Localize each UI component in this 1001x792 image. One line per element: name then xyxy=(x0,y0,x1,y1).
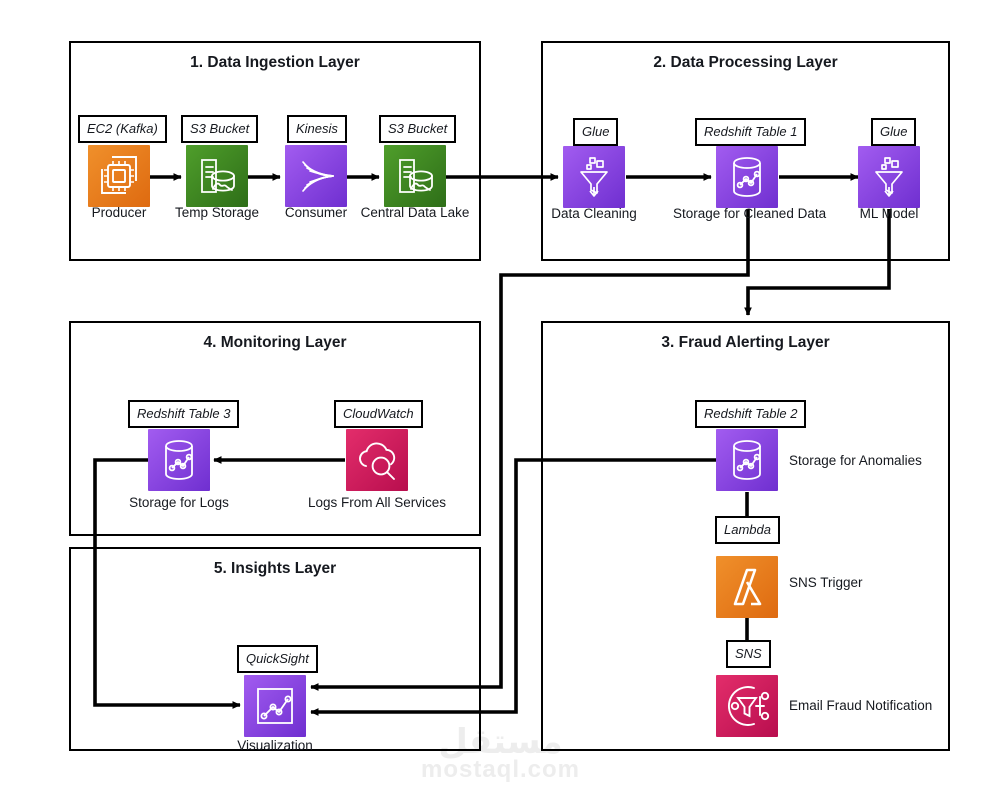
glue-icon xyxy=(563,146,625,208)
node-email-notify[interactable] xyxy=(716,675,778,737)
caption-log-store: Storage for Logs xyxy=(129,495,229,510)
tag-visualization: QuickSight xyxy=(237,645,318,673)
tag-log-store: Redshift Table 3 xyxy=(128,400,240,428)
tag-sns-trigger: Lambda xyxy=(715,516,780,544)
node-visualization[interactable] xyxy=(244,675,306,737)
tag-cloudwatch: CloudWatch xyxy=(334,400,423,428)
caption-data-lake: Central Data Lake xyxy=(360,205,470,220)
tag-ml-model: Glue xyxy=(871,118,917,146)
tag-clean-store: Redshift Table 1 xyxy=(695,118,807,146)
cloudwatch-icon xyxy=(346,429,408,491)
caption-email-notify: Email Fraud Notification xyxy=(789,698,933,713)
node-anomaly-store[interactable] xyxy=(716,429,778,491)
tag-data-lake: S3 Bucket xyxy=(379,115,457,143)
node-sns-trigger[interactable] xyxy=(716,556,778,618)
caption-anomaly-store: Storage for Anomalies xyxy=(789,453,922,468)
layer-alerting-title: 3. Fraud Alerting Layer xyxy=(661,334,830,351)
tag-temp-storage: S3 Bucket xyxy=(181,115,259,143)
caption-data-cleaning: Data Cleaning xyxy=(551,206,637,221)
glue-icon xyxy=(858,146,920,208)
caption-ml-model: ML Model xyxy=(859,206,919,221)
layer-processing: 2. Data Processing Layer xyxy=(541,41,950,261)
layer-monitoring-title: 4. Monitoring Layer xyxy=(203,334,347,351)
redshift-icon xyxy=(716,429,778,491)
s3-icon xyxy=(384,145,446,207)
caption-producer: Producer xyxy=(91,205,147,220)
layer-insights: 5. Insights Layer xyxy=(69,547,481,751)
watermark-latin: mostaql.com xyxy=(420,756,581,783)
node-ml-model[interactable] xyxy=(858,146,920,208)
caption-consumer: Consumer xyxy=(284,205,348,220)
sns-icon xyxy=(716,675,778,737)
tag-producer: EC2 (Kafka) xyxy=(78,115,167,143)
node-clean-store[interactable] xyxy=(716,146,778,208)
quicksight-icon xyxy=(244,675,306,737)
tag-data-cleaning: Glue xyxy=(573,118,619,146)
node-cloudwatch[interactable] xyxy=(346,429,408,491)
redshift-icon xyxy=(716,146,778,208)
node-data-lake[interactable] xyxy=(384,145,446,207)
caption-clean-store: Storage for Cleaned Data xyxy=(673,206,827,221)
layer-insights-title: 5. Insights Layer xyxy=(213,560,337,577)
layer-alerting: 3. Fraud Alerting Layer xyxy=(541,321,950,751)
tag-email-notify: SNS xyxy=(726,640,771,668)
redshift-icon xyxy=(148,429,210,491)
layer-monitoring: 4. Monitoring Layer xyxy=(69,321,481,536)
caption-cloudwatch: Logs From All Services xyxy=(307,495,447,510)
tag-consumer: Kinesis xyxy=(287,115,347,143)
layer-processing-title: 2. Data Processing Layer xyxy=(653,54,838,71)
kinesis-icon xyxy=(285,145,347,207)
s3-icon xyxy=(186,145,248,207)
caption-temp-storage: Temp Storage xyxy=(174,205,260,220)
node-consumer[interactable] xyxy=(285,145,347,207)
tag-anomaly-store: Redshift Table 2 xyxy=(695,400,807,428)
node-log-store[interactable] xyxy=(148,429,210,491)
node-temp-storage[interactable] xyxy=(186,145,248,207)
layer-ingestion: 1. Data Ingestion Layer xyxy=(69,41,481,261)
caption-sns-trigger: SNS Trigger xyxy=(789,575,863,590)
caption-visualization: Visualization xyxy=(237,738,313,753)
node-producer[interactable] xyxy=(88,145,150,207)
lambda-icon xyxy=(716,556,778,618)
layer-ingestion-title: 1. Data Ingestion Layer xyxy=(190,54,360,71)
node-data-cleaning[interactable] xyxy=(563,146,625,208)
ec2-icon xyxy=(88,145,150,207)
